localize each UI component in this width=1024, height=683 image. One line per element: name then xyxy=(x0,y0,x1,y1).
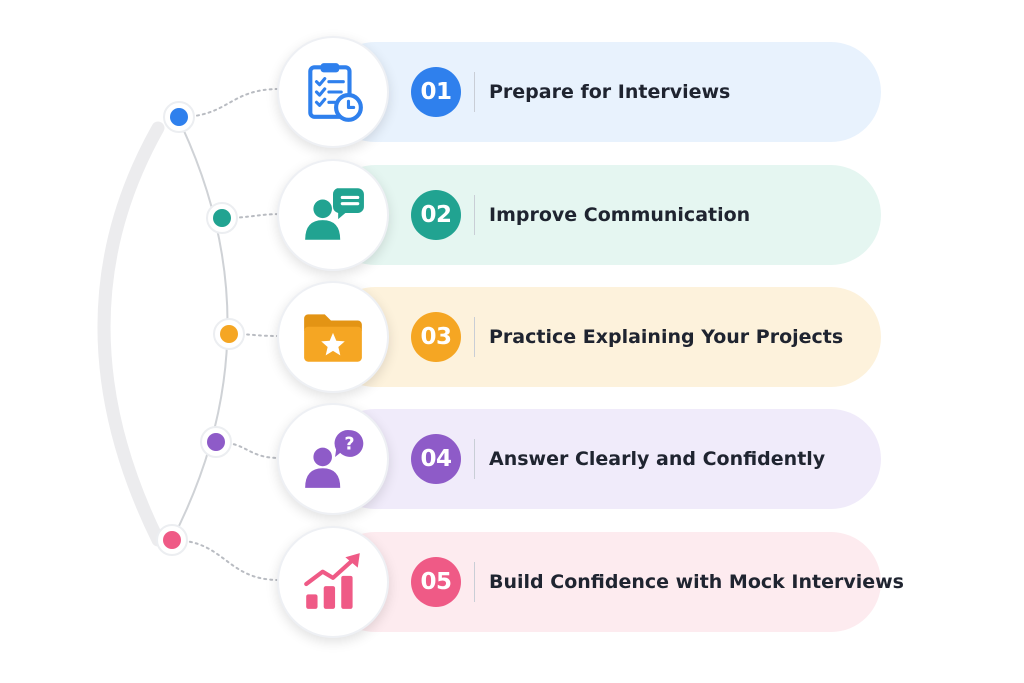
timeline-dot-4 xyxy=(207,433,225,451)
step-5-divider xyxy=(474,562,475,602)
step-3-icon-circle xyxy=(277,281,389,393)
step-4-title: Answer Clearly and Confidently xyxy=(489,448,826,470)
growth-bar-chart-icon xyxy=(304,553,360,609)
step-4-divider xyxy=(474,439,475,479)
step-2-title: Improve Communication xyxy=(489,204,751,226)
step-5: 05 Build Confidence with Mock Interviews xyxy=(277,526,904,638)
step-1-title: Prepare for Interviews xyxy=(489,81,731,103)
step-2-icon-circle xyxy=(277,159,389,271)
step-3: 03 Practice Explaining Your Projects xyxy=(277,281,881,393)
step-3-number-badge: 03 xyxy=(411,312,461,362)
connector-line-5 xyxy=(171,539,280,581)
step-2-number-badge: 02 xyxy=(411,190,461,240)
step-5-icon-circle xyxy=(277,526,389,638)
step-3-divider xyxy=(474,317,475,357)
step-2-divider xyxy=(474,195,475,235)
clipboard-checklist-clock-icon xyxy=(308,63,363,122)
person-speech-bubble-icon xyxy=(305,188,364,240)
timeline-dot-3 xyxy=(220,325,238,343)
step-1-divider xyxy=(474,72,475,112)
timeline-arc-shadow xyxy=(97,121,165,547)
timeline-dots xyxy=(156,101,245,556)
step-1-icon-circle xyxy=(277,36,389,148)
step-1: 01 Prepare for Interviews xyxy=(277,36,881,148)
step-4-icon-circle: ? xyxy=(277,403,389,515)
step-1-number-badge: 01 xyxy=(411,67,461,117)
step-5-title: Build Confidence with Mock Interviews xyxy=(489,571,904,593)
step-4: ? 04 Answer Clearly and Confidently xyxy=(277,403,881,515)
timeline-dot-2 xyxy=(213,209,231,227)
step-3-title: Practice Explaining Your Projects xyxy=(489,326,844,348)
step-4-number-badge: 04 xyxy=(411,434,461,484)
step-5-number-badge: 05 xyxy=(411,557,461,607)
timeline-dot-1 xyxy=(170,108,188,126)
timeline-dot-5 xyxy=(163,531,181,549)
person-question-bubble-icon: ? xyxy=(305,430,364,488)
svg-text:?: ? xyxy=(344,435,354,455)
step-2: 02 Improve Communication xyxy=(277,159,881,271)
folder-star-icon xyxy=(304,314,362,362)
